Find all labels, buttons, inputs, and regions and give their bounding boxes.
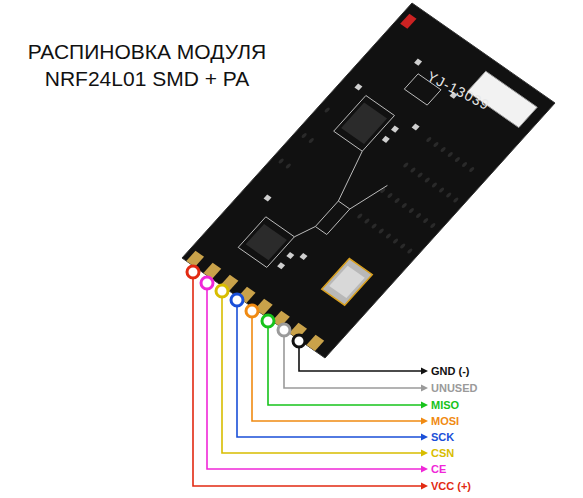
pin-label: VCC (+) xyxy=(431,479,471,493)
pin-wire xyxy=(201,277,428,473)
pin-label: SCK xyxy=(431,430,454,444)
pin-wire xyxy=(231,294,428,441)
pin-wire xyxy=(246,305,428,425)
pin-label: MOSI xyxy=(431,414,459,428)
pin-label: CSN xyxy=(431,446,454,460)
pin-label: MISO xyxy=(431,398,459,412)
pin-wire xyxy=(278,324,428,392)
pin-label: GND (-) xyxy=(431,364,470,378)
pin-wire xyxy=(187,266,428,490)
pin-wire xyxy=(262,315,428,409)
diagram-title: РАСПИНОВКА МОДУЛЯ NRF24L01 SMD + PA xyxy=(2,38,292,92)
pin-label: CE xyxy=(431,462,446,476)
pin-label: UNUSED xyxy=(431,381,477,395)
pin-wire xyxy=(293,335,428,375)
pin-wire xyxy=(216,285,428,457)
